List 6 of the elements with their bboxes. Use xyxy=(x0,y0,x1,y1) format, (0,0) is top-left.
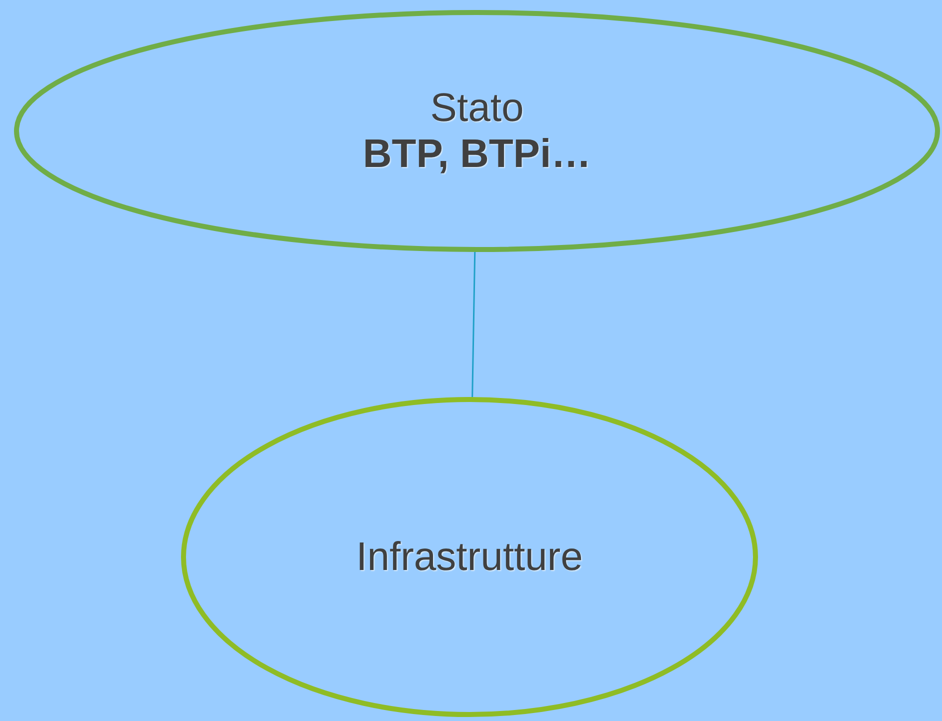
node-subtitle: BTP, BTPi… xyxy=(362,131,592,177)
ellipse-node xyxy=(14,10,940,252)
ellipse-node xyxy=(181,397,758,717)
connector-line xyxy=(472,252,476,398)
node-title: Stato xyxy=(430,85,524,131)
node-title: Infrastrutture xyxy=(356,534,583,580)
